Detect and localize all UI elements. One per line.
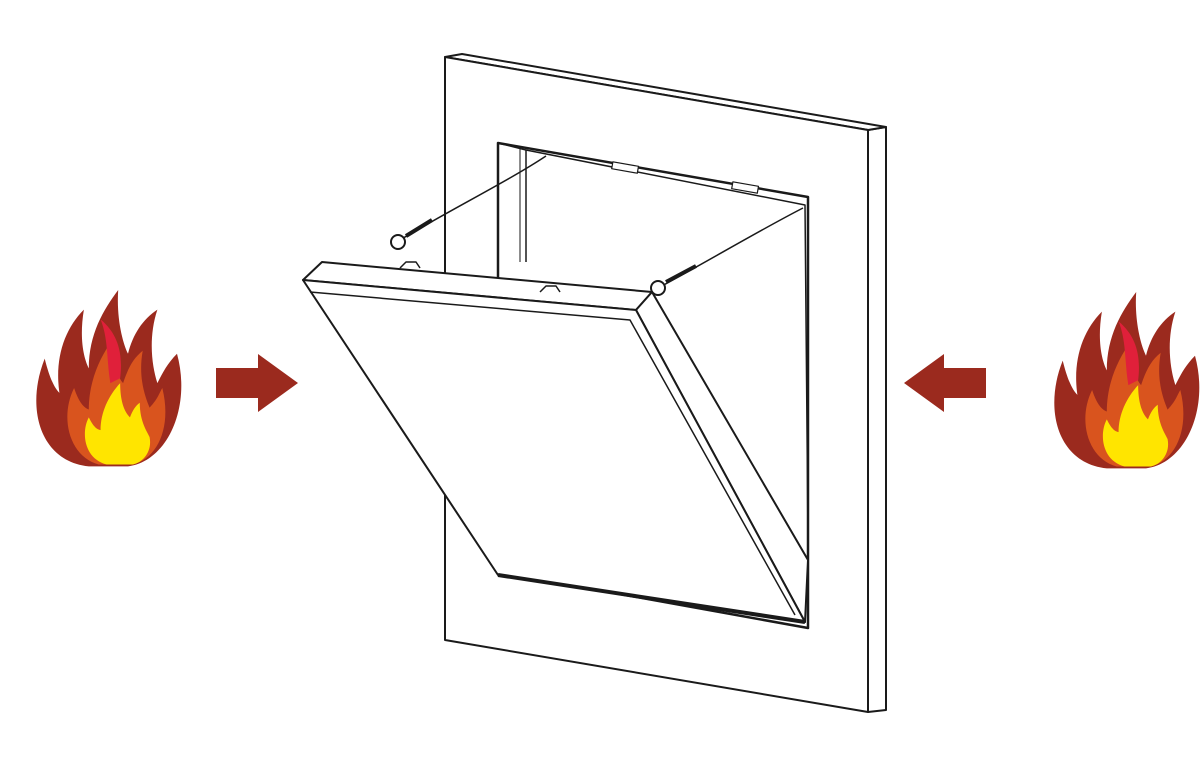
access-panel-drawing xyxy=(302,53,887,713)
wall-board-edge xyxy=(867,126,887,713)
arrow-left-icon xyxy=(904,354,986,412)
flame-icon-right xyxy=(1054,292,1200,469)
flame-icon-left xyxy=(36,290,182,467)
arrow-right-icon xyxy=(216,354,298,412)
